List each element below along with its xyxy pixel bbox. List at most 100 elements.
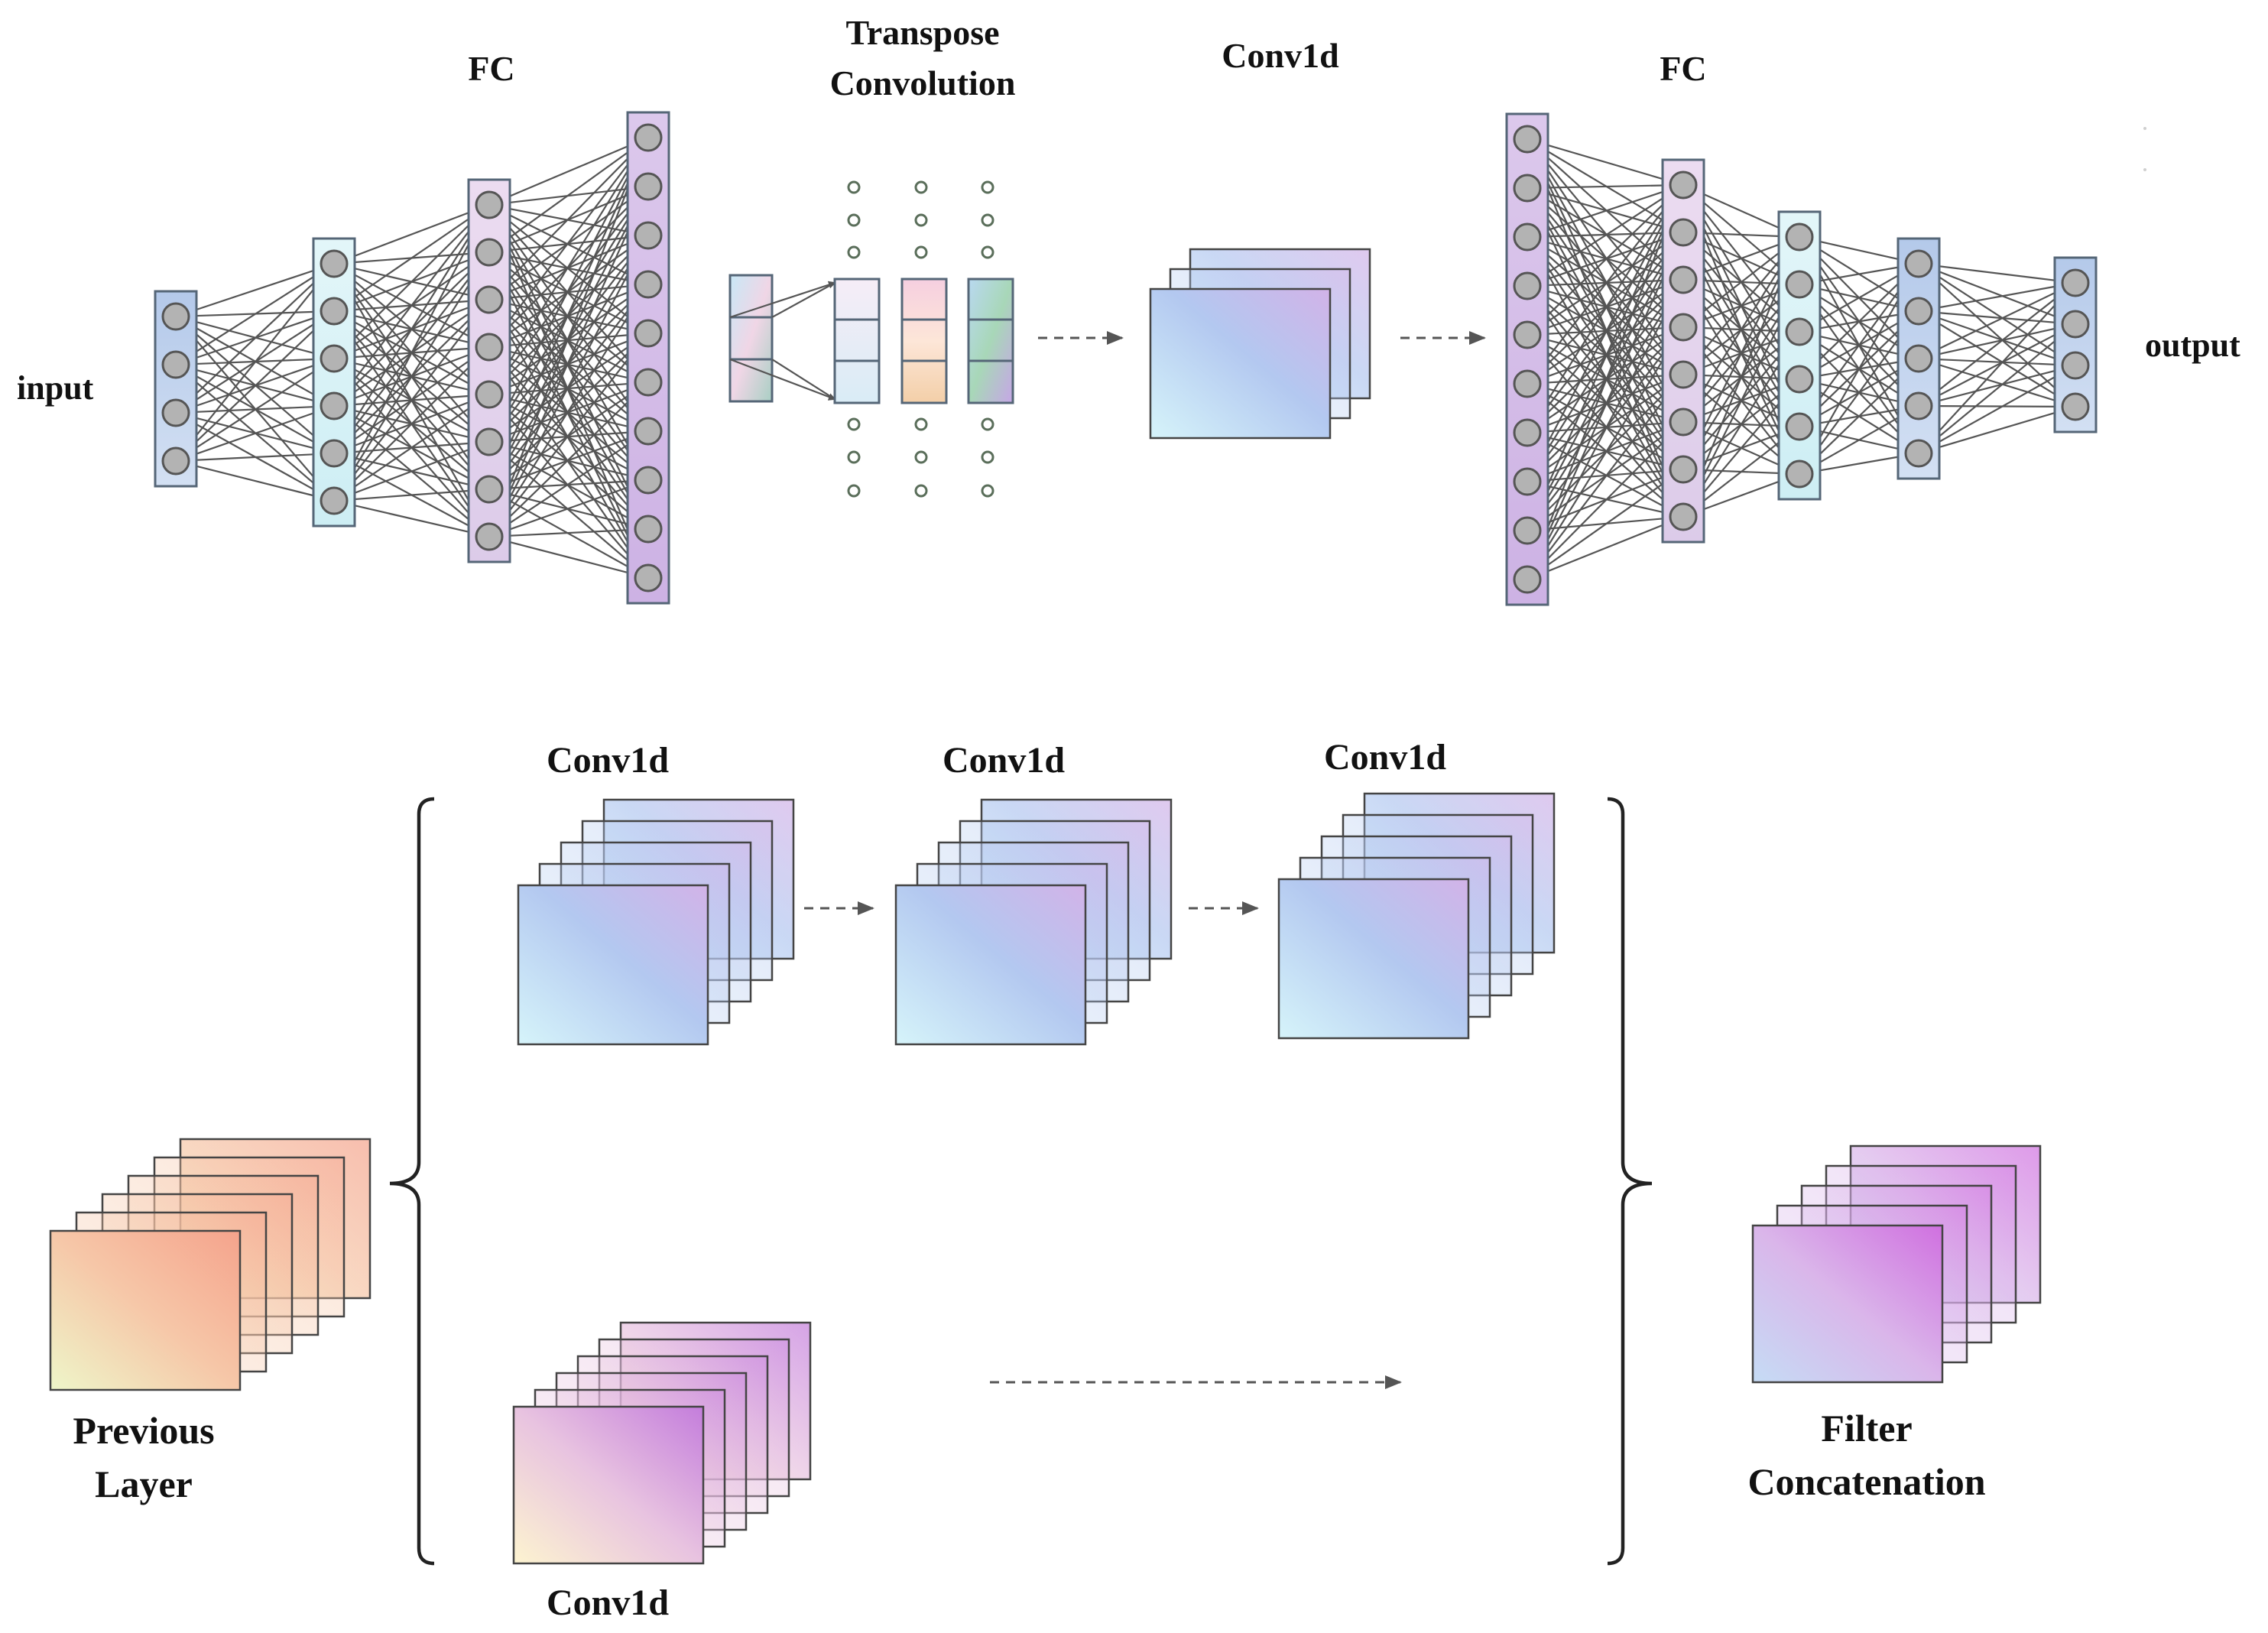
feature-map-frame	[1149, 287, 1332, 440]
neuron-node	[320, 249, 349, 278]
connection-line	[341, 310, 482, 492]
transpose-output-box-1	[833, 278, 881, 404]
connection-line	[1536, 193, 1674, 327]
connection-line	[1540, 324, 1671, 336]
padding-dot	[914, 245, 928, 259]
padding-dot	[847, 450, 861, 464]
connection-line	[1691, 246, 1792, 365]
branch-conv1d-stack-2	[894, 798, 1173, 1046]
neuron-node	[475, 238, 504, 267]
feature-map-frame	[49, 1229, 242, 1391]
faint-mark	[2143, 168, 2146, 171]
neuron-node	[1513, 271, 1542, 300]
previous-layer-label-line1: Previous	[73, 1409, 214, 1452]
connection-line	[1539, 283, 1671, 332]
padding-dot	[914, 484, 928, 498]
neuron-node	[634, 417, 663, 446]
neuron-node	[634, 563, 663, 592]
connection-line	[1540, 483, 1671, 516]
connection-line	[1540, 190, 1671, 231]
neuron-node	[475, 190, 504, 219]
neuron-node	[1785, 459, 1814, 489]
connection-line	[1931, 402, 2063, 411]
filter-concatenation-stack	[1751, 1144, 2042, 1384]
connection-line	[1539, 330, 1672, 381]
neuron-node	[1513, 125, 1542, 154]
connection-line	[1532, 196, 1678, 471]
connection-line	[1688, 296, 1794, 506]
neuron-node	[634, 221, 663, 250]
connection-line	[495, 295, 641, 527]
connection-line	[1533, 196, 1676, 423]
padding-dot	[981, 180, 994, 194]
neuron-node	[634, 270, 663, 299]
filter-concat-label-line1: Filter	[1821, 1407, 1912, 1450]
connection-line	[339, 216, 484, 490]
top-conv1d-stack	[1149, 248, 1371, 440]
connection-line	[1531, 196, 1679, 519]
connection-line	[1808, 367, 1909, 466]
neuron-node	[1513, 222, 1542, 252]
neuron-node	[1669, 455, 1698, 484]
connection-line	[1812, 263, 1906, 284]
neuron-node	[634, 319, 663, 348]
connection-line	[1927, 271, 2066, 398]
connection-line	[1540, 385, 1671, 421]
connection-line	[1806, 321, 1911, 464]
connection-line	[1531, 244, 1679, 568]
conv1d-branch-2-label: Conv1d	[943, 740, 1065, 781]
connection-line	[1535, 197, 1676, 365]
neuron-node	[320, 391, 349, 420]
decoder-layer-3-box	[1777, 210, 1822, 501]
connection-line	[1540, 515, 1671, 531]
neuron-node	[1513, 369, 1542, 398]
conv1d-top-label: Conv1d	[1222, 36, 1339, 75]
neuron-node	[1669, 218, 1698, 247]
connection-line	[184, 320, 325, 453]
network-layers	[154, 111, 2098, 606]
neuron-node	[634, 123, 663, 152]
connection-line	[501, 526, 636, 537]
padding-dot	[981, 213, 994, 227]
padding-dot	[847, 180, 861, 194]
neuron-node	[1669, 407, 1698, 437]
connection-line	[1538, 144, 1673, 226]
connection-line	[1536, 431, 1675, 571]
decoder-layer-2-box	[1661, 158, 1705, 544]
connection-line	[1695, 189, 1788, 232]
connection-line	[1692, 245, 1789, 320]
connection-line	[494, 149, 644, 478]
neuron-node	[475, 427, 504, 456]
connection-line	[340, 263, 482, 491]
connection-line	[340, 216, 482, 443]
neuron-node	[1904, 439, 1933, 468]
connection-line	[1931, 366, 2063, 404]
connection-line	[1540, 467, 1671, 482]
neuron-node	[1669, 265, 1698, 294]
branch-conv1d-stack-1	[517, 798, 795, 1046]
connection-line	[1931, 358, 2063, 368]
neuron-node	[634, 515, 663, 544]
padding-dot	[981, 484, 994, 498]
connection-line	[496, 343, 641, 528]
connection-line	[1928, 332, 2065, 446]
neuron-node	[2061, 310, 2090, 339]
padding-dot	[981, 450, 994, 464]
connection-line	[1534, 195, 1676, 375]
padding-dot	[914, 180, 928, 194]
bottom-conv1d-stack	[512, 1321, 812, 1565]
neuron-node	[1513, 565, 1542, 594]
padding-dot	[914, 417, 928, 431]
connection-line	[495, 148, 642, 385]
connection-line	[346, 208, 478, 260]
transpose-label-line1: Transpose	[845, 13, 999, 52]
neuron-node	[1513, 174, 1542, 203]
connection-line	[1532, 291, 1678, 569]
transpose-input-box	[728, 274, 774, 403]
connection-line	[1540, 372, 1671, 385]
right-brace	[1607, 797, 1653, 1566]
connection-line	[1540, 181, 1671, 190]
connection-line	[1928, 291, 2065, 399]
neuron-node	[161, 302, 190, 331]
